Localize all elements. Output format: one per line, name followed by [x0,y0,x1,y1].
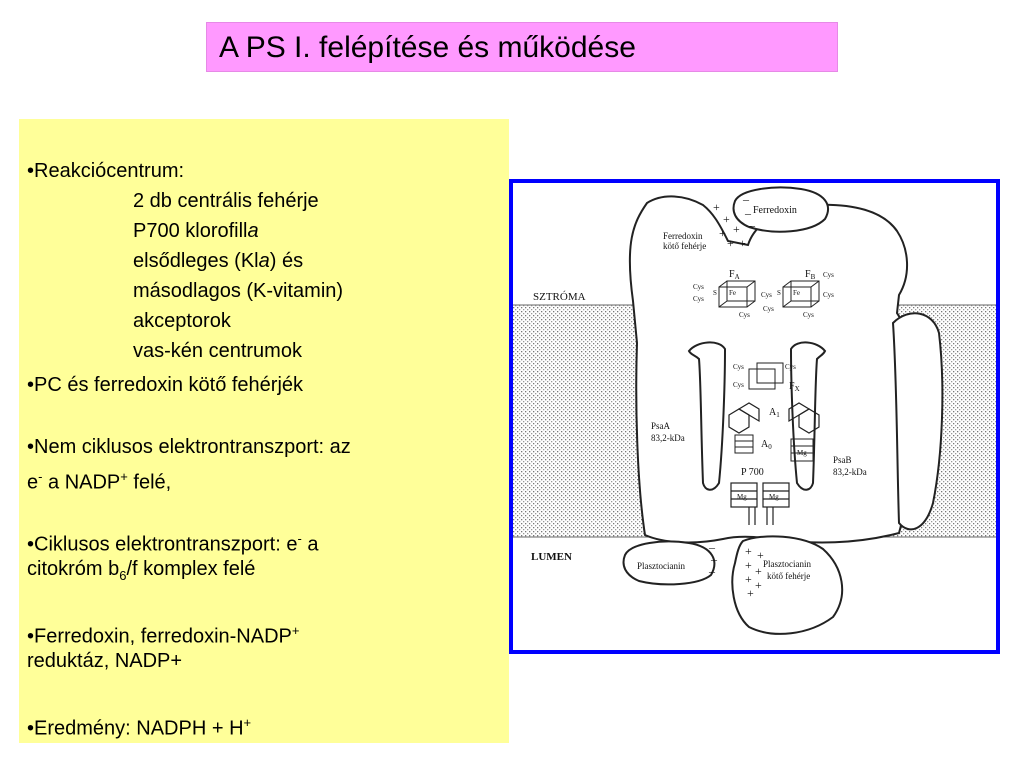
reakcio-item-6: vas-kén centrumok [133,340,302,362]
mg-label: Mg [797,449,807,457]
mg-label: Mg [737,493,747,501]
plus-sign: + [739,236,746,250]
cys-label: Cys [803,311,814,319]
plus-sign: + [745,558,752,572]
a0-chlorophyll-right [790,438,814,462]
fb-label: FB [805,269,816,281]
cys-labels-top: Cys Cys Cys Cys Cys Cys Cys Cys Fe Fe S … [693,271,834,319]
bullet-eredmeny: •Eredmény: NADPH + H+ [27,715,252,740]
plus-sign: + [719,226,726,240]
ferredoxin-bubble [732,186,829,233]
fe-label: Fe [793,289,800,297]
ferredoxin-binding-label-1: Ferredoxin [663,231,703,241]
cys-label: Cys [693,295,704,303]
page-title: A PS I. felépítése és működése [219,31,636,64]
reakcio-item-5: akceptorok [133,310,231,332]
plasztocianin-label: Plasztocianin [637,561,685,571]
cys-label: Cys [823,291,834,299]
plus-sign: + [755,564,762,578]
p700-pair [730,482,790,525]
minus-sign: – [710,552,718,566]
plasztocianin-binding-protein [731,535,844,635]
cys-label: Cys [823,271,834,279]
cys-label: Cys [733,363,744,371]
stroma-label: SZTRÓMA [533,291,586,303]
reakcio-item-2: P700 klorofilla [133,220,259,242]
psaa-helix [687,341,727,491]
ferredoxin-label: Ferredoxin [753,205,797,216]
plasztocianin-binding-plus-charges: + + + + + + + [745,544,764,600]
plus-sign: + [713,200,720,214]
phylloquinone-left [728,402,760,434]
fe-label: Fe [729,289,736,297]
phylloquinone-right [788,402,820,434]
a0-chlorophyll-left [734,434,754,454]
plus-sign: + [755,578,762,592]
mg-label: Mg [769,493,779,501]
plasztocianin-binding-label-2: kötő fehérje [767,571,810,581]
right-subunit [891,312,944,531]
ferredoxin-charges: + + + + + + – – – [713,192,756,250]
psab-label-2: 83,2-kDa [833,467,867,477]
title-box: A PS I. felépítése és működése [206,22,838,72]
minus-sign: – [744,206,752,220]
fe-s-cluster-fa [718,280,756,308]
a0-label: A0 [761,439,772,451]
plus-sign: + [733,222,740,236]
plus-sign: + [757,548,764,562]
psaa-label-1: PsaA [651,421,671,431]
plus-sign: + [723,212,730,226]
minus-sign: – [708,564,716,578]
a1-label: A1 [769,407,780,419]
plus-sign: + [747,586,754,600]
cys-label: Cys [693,283,704,291]
plasztocianin-binding-label-1: Plasztocianin [763,559,811,569]
lumen-label: LUMEN [531,551,572,563]
plus-sign: + [727,236,734,250]
reakcio-item-3: elsődleges (Kla) és [133,250,304,272]
plasztocianin-minus-charges: – – – [708,540,718,578]
bullet-ferredoxin-1: •Ferredoxin, ferredoxin-NADP+ [27,623,300,648]
fe-s-cluster-fx [748,362,784,390]
reakcio-item-1: 2 db centrális fehérje [133,190,319,212]
fa-label: FA [729,269,740,281]
diagram-frame: SZTRÓMA LUMEN Ferredoxin + + + + + + – –… [509,179,1000,654]
minus-sign: – [742,192,750,206]
psab-label-1: PsaB [833,455,852,465]
bullet-nem-ciklusos-1: •Nem ciklusos elektrontranszport: az [27,436,351,458]
cys-label: Cys [733,381,744,389]
fx-label: FX [789,381,800,393]
plus-sign: + [745,544,752,558]
text-panel: •Reakciócentrum: 2 db centrális fehérje … [19,119,509,743]
fe-s-cluster-fb [782,280,820,308]
bullet-pc-ferredoxin: •PC és ferredoxin kötő fehérjék [27,374,304,396]
p700-label: P 700 [741,467,764,478]
reakcio-item-4: másodlagos (K-vitamin) [133,280,344,302]
cys-label: Cys [761,291,772,299]
bullet-ferredoxin-2: reduktáz, NADP+ [27,650,183,672]
bullet-nem-ciklusos-2: e- a NADP+ felé, [27,469,172,494]
cys-labels-fx: Cys Cys Cys [733,363,796,389]
cys-label: Cys [739,311,750,319]
s-label: S [713,289,717,297]
s-label: S [777,289,781,297]
bullet-ciklusos-1: •Ciklusos elektrontranszport: e- a [27,531,319,556]
cys-label: Cys [763,305,774,313]
ps1-diagram: SZTRÓMA LUMEN Ferredoxin + + + + + + – –… [513,186,996,635]
minus-sign: – [748,218,756,232]
cys-label: Cys [785,363,796,371]
plasztocianin-bubble [622,540,716,586]
psaa-label-2: 83,2-kDa [651,433,685,443]
plus-sign: + [745,572,752,586]
ferredoxin-binding-label-2: kötő fehérje [663,241,706,251]
bullet-ciklusos-2: citokróm b6/f komplex felé [27,558,256,583]
minus-sign: – [708,540,716,554]
bullet-reakciocentrum: •Reakciócentrum: [27,160,185,182]
